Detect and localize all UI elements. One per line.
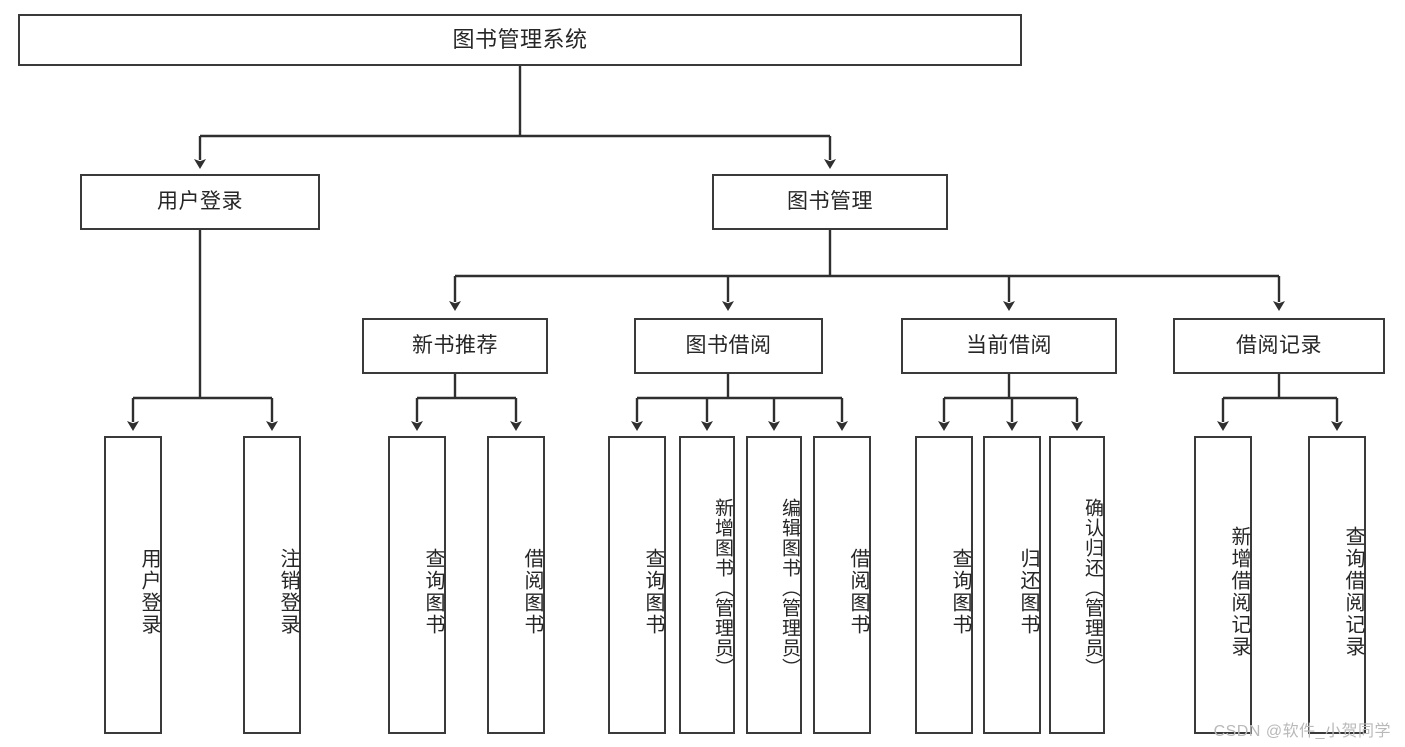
node-leaf-borrow-book-2[interactable]: 借阅图书: [813, 436, 871, 734]
node-leaf-return-book[interactable]: 归还图书: [983, 436, 1041, 734]
node-new-book-recommend[interactable]: 新书推荐: [362, 318, 548, 374]
node-borrow-record[interactable]: 借阅记录: [1173, 318, 1385, 374]
node-book-borrow[interactable]: 图书借阅: [634, 318, 823, 374]
node-book-manage[interactable]: 图书管理: [712, 174, 948, 230]
node-leaf-add-record[interactable]: 新增借阅记录: [1194, 436, 1252, 734]
node-leaf-query-book-2[interactable]: 查询图书: [608, 436, 666, 734]
node-leaf-query-book-3[interactable]: 查询图书: [915, 436, 973, 734]
node-leaf-query-book-1[interactable]: 查询图书: [388, 436, 446, 734]
node-root[interactable]: 图书管理系统: [18, 14, 1022, 66]
node-leaf-borrow-book-1[interactable]: 借阅图书: [487, 436, 545, 734]
node-leaf-confirm-return[interactable]: 确认归还（管理员）: [1049, 436, 1105, 734]
node-current-borrow[interactable]: 当前借阅: [901, 318, 1117, 374]
node-leaf-edit-book[interactable]: 编辑图书（管理员）: [746, 436, 802, 734]
watermark-text: CSDN @软件_小贺同学: [1213, 723, 1391, 740]
node-leaf-add-book[interactable]: 新增图书（管理员）: [679, 436, 735, 734]
node-leaf-query-record[interactable]: 查询借阅记录: [1308, 436, 1366, 734]
node-leaf-user-login[interactable]: 用户登录: [104, 436, 162, 734]
node-user-login[interactable]: 用户登录: [80, 174, 320, 230]
node-leaf-logout[interactable]: 注销登录: [243, 436, 301, 734]
